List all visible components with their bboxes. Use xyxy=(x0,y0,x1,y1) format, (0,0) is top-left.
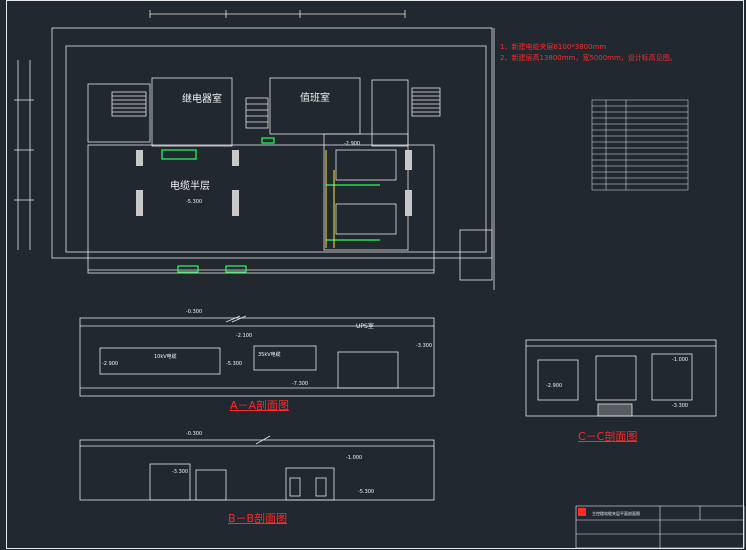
elevation-aa-1: -0.300 xyxy=(186,309,203,315)
note-line-1: 1、新建电缆夹层6100*3800mm xyxy=(500,43,607,51)
elevation-cc-2: -2.900 xyxy=(546,383,563,389)
stair-mid xyxy=(245,97,269,129)
elevation-aa-4: -5.300 xyxy=(226,361,243,367)
elevation-bb-4: -5.300 xyxy=(358,489,375,495)
elevation-aa-6: -3.300 xyxy=(416,343,433,349)
note-line-2: 2、新建层高13800mm，宽5000mm，设计标高见图。 xyxy=(500,54,677,62)
section-title-cc: C－C剖面图 xyxy=(578,430,638,443)
section-cc xyxy=(525,339,717,417)
elevation-aa-5: -7.300 xyxy=(292,381,309,387)
section-title-aa: A－A剖面图 xyxy=(230,399,290,412)
label-room-b: 35kV电缆 xyxy=(258,352,281,358)
equipment-table xyxy=(591,99,689,191)
label-room-a: 10kV电缆 xyxy=(154,354,177,360)
stair-right xyxy=(411,87,441,117)
cable-trays xyxy=(325,150,335,248)
logo-icon xyxy=(578,508,586,516)
columns xyxy=(136,150,412,216)
elevation-bb-2: -1.000 xyxy=(346,455,363,461)
elevation-cc-3: -3.300 xyxy=(672,403,689,409)
stair-left xyxy=(111,91,147,117)
elevation-bb-3: -3.300 xyxy=(172,469,189,475)
elevation-plan-2: -2.900 xyxy=(344,141,361,147)
section-aa xyxy=(79,315,435,397)
room-relay: 继电器室 xyxy=(182,94,222,105)
elevation-bb-1: -0.300 xyxy=(186,431,203,437)
section-bb xyxy=(79,435,435,501)
title-block-name: 主控楼电缆夹层平面剖面图 xyxy=(592,511,640,516)
elevation-cc-1: -1.000 xyxy=(672,357,689,363)
label-ups: UPS室 xyxy=(356,323,374,330)
section-title-bb: B－B剖面图 xyxy=(228,512,288,525)
room-cable-half-floor: 电缆半层 xyxy=(170,181,210,192)
cable-routes xyxy=(161,137,380,273)
floor-plan xyxy=(14,10,495,290)
elevation-plan-1: -5.300 xyxy=(186,199,203,205)
elevation-aa-2: -2.100 xyxy=(236,333,253,339)
elevation-aa-3: -2.900 xyxy=(102,361,119,367)
room-duty: 值班室 xyxy=(300,93,330,104)
